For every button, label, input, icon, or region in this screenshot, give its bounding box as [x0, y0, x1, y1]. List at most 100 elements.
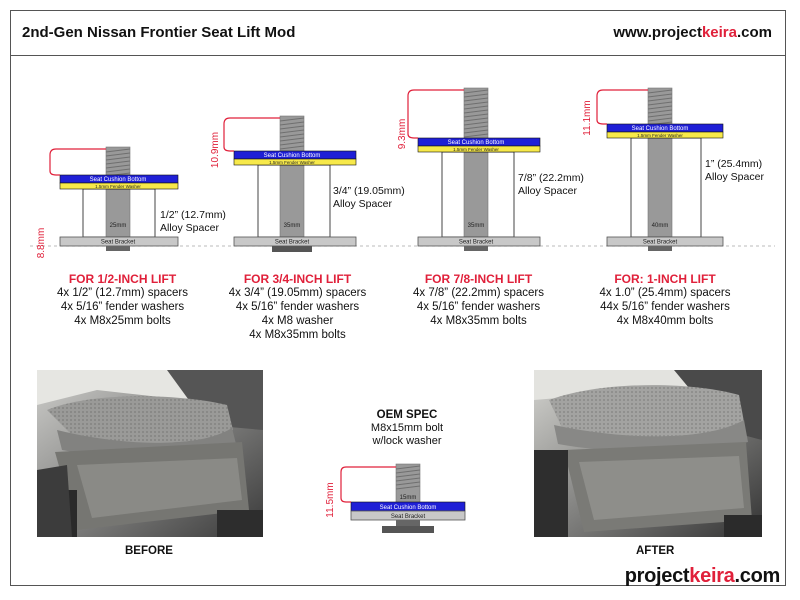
bolt-thread [279, 145, 305, 150]
oem-bolt-tail [396, 520, 420, 526]
spacer-type-label: Alloy Spacer [705, 171, 764, 183]
brand-prefix: project [624, 565, 690, 587]
fender-washer-label: 1.5mm Fender Washer [453, 147, 499, 152]
bolt-length-label: 35mm [284, 223, 301, 229]
caption-line: 4x 3/4” (19.05mm) spacers [228, 287, 367, 299]
oem-bolt-thread [395, 469, 421, 474]
seat-bracket-label: Seat Bracket [101, 240, 136, 246]
oem-bolt-thread [395, 465, 421, 470]
seat-bracket-label: Seat Bracket [275, 240, 310, 246]
before-photo [37, 370, 263, 537]
caption-half-inch: FOR 1/2-INCH LIFT 4x 1/2” (12.7mm) space… [40, 272, 205, 328]
oem-lock-washer [382, 526, 434, 533]
caption-line: 4x 1/2” (12.7mm) spacers [56, 287, 188, 299]
spacer-size-label: 1/2” (12.7mm) [160, 209, 226, 221]
bolt-thread [463, 97, 489, 102]
caption-title: FOR 7/8-INCH LIFT [424, 272, 533, 286]
lift-dimension-label: 10.9mm [210, 132, 221, 168]
header-url[interactable]: www.projectkeira.com [613, 24, 772, 41]
seat-bracket-label: Seat Bracket [643, 240, 678, 246]
bolt-thread [647, 97, 673, 102]
after-photo [534, 370, 762, 537]
caption-line: 4x M8x25mm bolts [74, 315, 171, 327]
bolt-thread [463, 117, 489, 122]
spacer-size-label: 1” (25.4mm) [705, 158, 762, 170]
page-frame [10, 10, 786, 586]
oem-bolt-thread [395, 485, 421, 490]
bolt-thread [105, 156, 131, 161]
caption-seven-eighths-inch: FOR 7/8-INCH LIFT 4x 7/8” (22.2mm) space… [396, 272, 561, 328]
seat-after-image [534, 370, 762, 537]
bolt-thread [463, 89, 489, 94]
url-prefix: www.project [613, 24, 702, 41]
lift-dimension-bracket [49, 148, 106, 176]
fender-washer-bar [233, 158, 357, 166]
fender-washer-label: 1.5mm Fender Washer [95, 184, 141, 189]
lift-dimension-bracket [407, 89, 464, 139]
caption-line: 4x 7/8” (22.2mm) spacers [412, 287, 544, 299]
bolt-thread [279, 125, 305, 130]
bolt-length-label: 25mm [110, 223, 127, 229]
bolt-length-label: 35mm [468, 223, 485, 229]
lift-dimension-label: 8.8mm [36, 228, 47, 259]
bolt-thread [647, 113, 673, 118]
bolt-thread [647, 105, 673, 110]
spacer-type-label: Alloy Spacer [518, 185, 577, 197]
bolt-thread [279, 133, 305, 138]
seat-cushion-label: Seat Cushion Bottom [448, 140, 505, 146]
header-divider [10, 55, 786, 56]
caption-line: 44x 5/16” fender washers [600, 301, 730, 313]
bolt-thread [279, 141, 305, 146]
url-accent: keira [701, 24, 737, 41]
caption-title: FOR 3/4-INCH LIFT [243, 272, 352, 286]
bolt-thread [105, 164, 131, 169]
caption-one-inch: FOR: 1-INCH LIFT 4x 1.0” (25.4mm) spacer… [580, 272, 750, 328]
bolt-thread [463, 125, 489, 130]
bolt-thread [463, 129, 489, 134]
bolt-thread [463, 121, 489, 126]
fender-washer-label: 1.5mm Fender Washer [269, 160, 315, 165]
bolt-tail [464, 246, 488, 251]
oem-bolt-thread [395, 481, 421, 486]
oem-spec-line: M8x15mm bolt [370, 422, 444, 434]
seat-cushion-label: Seat Cushion Bottom [264, 153, 321, 159]
lift-dimension-label: 11.1mm [582, 100, 593, 135]
bolt-thread [647, 117, 673, 122]
caption-line: 4x M8x35mm bolts [430, 315, 527, 327]
oem-spec-caption: OEM SPEC M8x15mm bolt w/lock washer [351, 409, 463, 448]
seat-bracket-label: Seat Bracket [459, 240, 494, 246]
fender-washer-bar [606, 131, 724, 139]
oem-bolt-thread [395, 473, 421, 478]
after-label: AFTER [636, 545, 675, 557]
bolt-thread [279, 121, 305, 126]
bolt-tail [106, 246, 130, 251]
seat-cushion-label: Seat Cushion Bottom [632, 126, 689, 132]
oem-bolt-thread [395, 477, 421, 482]
seat-cushion-label: Seat Cushion Bottom [90, 177, 147, 183]
caption-line: 4x M8x40mm bolts [616, 315, 714, 327]
lift-dimension-bracket [596, 89, 648, 125]
bolt-thread [463, 105, 489, 110]
caption-three-quarter-inch: FOR 3/4-INCH LIFT 4x 3/4” (19.05mm) spac… [215, 272, 380, 342]
caption-line: 4x 5/16” fender washers [416, 301, 541, 313]
oem-seat-cushion-label: Seat Cushion Bottom [380, 505, 437, 511]
bolt-thread [463, 101, 489, 106]
fender-washer-label: 1.5mm Fender Washer [637, 133, 683, 138]
caption-line: 4x M8x35mm bolts [249, 329, 346, 341]
seat-before-image [37, 370, 263, 537]
caption-line: 4x 5/16” fender washers [235, 301, 360, 313]
caption-title: FOR 1/2-INCH LIFT [68, 272, 177, 286]
bolt-thread [647, 109, 673, 114]
bolt-thread [279, 129, 305, 134]
bolt-thread [463, 93, 489, 98]
bolt-thread [647, 101, 673, 106]
bolt-thread [279, 117, 305, 122]
brand-accent: keira [689, 565, 735, 587]
spacer-size-label: 3/4” (19.05mm) [333, 185, 405, 197]
bolt-length-label: 40mm [652, 223, 669, 229]
caption-line: 4x 5/16” fender washers [60, 301, 185, 313]
oem-lift-dimension-bracket [340, 466, 396, 503]
bolt-thread [279, 137, 305, 142]
bolt-head-washer [272, 246, 312, 252]
